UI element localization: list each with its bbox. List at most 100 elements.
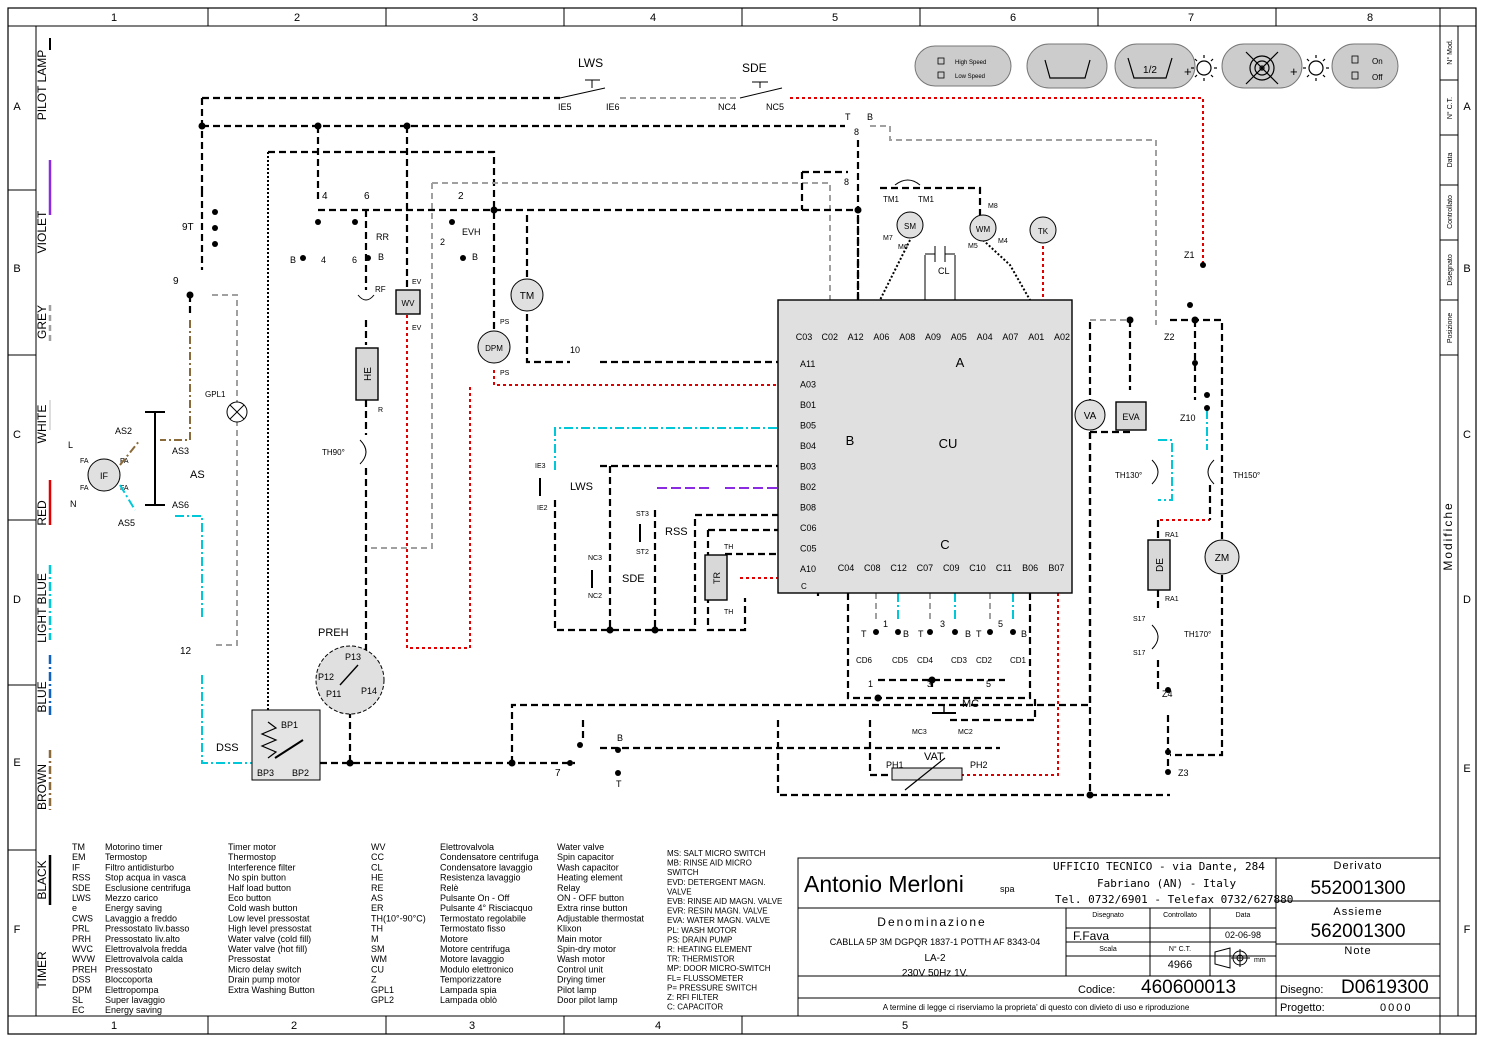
derivato-value: 552001300 xyxy=(1310,878,1405,899)
contact-3-label: 3 xyxy=(940,619,945,629)
cu-pin-label: C03 xyxy=(796,332,813,342)
p13-label: P13 xyxy=(345,652,361,662)
legend-note: MS: SALT MICRO SWITCH xyxy=(667,849,766,858)
m8-label: M8 xyxy=(988,203,998,210)
legend-code: TM xyxy=(72,842,85,852)
drain-pump xyxy=(477,330,511,364)
cu-pin-label: A11 xyxy=(800,359,815,369)
legend-note: R: HEATING ELEMENT xyxy=(667,945,752,954)
contact-4-label: 4 xyxy=(322,191,328,202)
st3-label: ST3 xyxy=(636,511,649,518)
m5-label: M5 xyxy=(968,243,978,250)
contact-2-label: 2 xyxy=(458,191,464,202)
legend-note: EVD: DETERGENT MAGN. xyxy=(667,878,766,887)
legend-note: FL= FLUSSOMETER xyxy=(667,974,743,983)
legend-description: Interference filter xyxy=(228,862,296,872)
cu-pin-label: B03 xyxy=(800,462,816,472)
drying-motor xyxy=(1204,539,1240,575)
tk-label: TK xyxy=(1038,227,1049,236)
legend-description: Energy saving xyxy=(105,1005,162,1015)
legend-code: IF xyxy=(72,862,81,872)
data-label: Data xyxy=(1236,912,1251,919)
cu-pin-label: C11 xyxy=(996,563,1012,573)
legend-code: WVC xyxy=(72,944,93,954)
mc-label: MC xyxy=(962,698,979,710)
legend-description: Elettrovalvola calda xyxy=(105,954,183,964)
rr-label: RR xyxy=(376,232,389,242)
ps-label: PS xyxy=(500,319,510,326)
row-label: A xyxy=(1463,101,1471,113)
legend-note: PL: WASH MOTOR xyxy=(667,926,737,935)
disegno-value: D0619300 xyxy=(1341,977,1429,998)
derivato-label: Derivato xyxy=(1334,860,1383,872)
cu-pin-label: C05 xyxy=(800,544,817,554)
legend-description: Pressostato liv.alto xyxy=(105,934,180,944)
revision-panel: N° Mod. N° C.T. Data Controllato Disegna… xyxy=(1440,39,1458,571)
nc5-label: NC5 xyxy=(766,102,784,112)
legend-note: EVB: RINSE AID MAGN. VALVE xyxy=(667,897,782,906)
wire-violet: VIOLET xyxy=(35,210,49,253)
legend-description: Termostato fisso xyxy=(440,924,506,934)
col-label: 2 xyxy=(291,1020,297,1032)
legend-description: Relè xyxy=(440,883,459,893)
legend-description: Energy saving xyxy=(105,903,162,913)
cu-pin-label: C04 xyxy=(838,563,855,573)
fa-label: FA xyxy=(120,485,129,492)
legend-code: HE xyxy=(371,873,384,883)
row-label: D xyxy=(13,594,21,606)
modifiche-label: Modifiche xyxy=(1441,501,1455,570)
legend-description: Elettrovalvola xyxy=(440,842,494,852)
z3-label: Z3 xyxy=(1178,768,1189,778)
legend-description: Control unit xyxy=(557,964,604,974)
legend-description: Mezzo carico xyxy=(105,893,158,903)
de-label: DE xyxy=(1155,558,1166,572)
thermal-klixon xyxy=(1029,216,1057,244)
row-label: D xyxy=(1463,594,1471,606)
n-label: N xyxy=(70,499,77,509)
col-label: 1 xyxy=(111,1020,117,1032)
legend-description: Water valve xyxy=(557,842,604,852)
legend-description: Wash motor xyxy=(557,954,605,964)
water-valve xyxy=(395,289,421,315)
row-label: B xyxy=(1463,263,1470,275)
legend-description: Condensatore lavaggio xyxy=(440,862,533,872)
wash-button xyxy=(1026,43,1108,89)
legend-description: Lampada spia xyxy=(440,985,497,995)
cd3-label: CD3 xyxy=(951,656,968,665)
legend-description: Motore xyxy=(440,934,468,944)
legend-description: Termostato regolabile xyxy=(440,913,526,923)
m4-label: M4 xyxy=(998,238,1008,245)
contact-b-label: B xyxy=(378,252,384,262)
contact-6-label: 6 xyxy=(364,191,370,202)
row-label: E xyxy=(13,757,20,769)
legend-description: Pulsante 4° Risciacquo xyxy=(440,903,533,913)
tm1-label: TM1 xyxy=(918,195,935,204)
revision-cell: N° C.T. xyxy=(1446,97,1454,119)
contact-9t-label: 9T xyxy=(182,222,194,233)
legend-description: Pulsante On - Off xyxy=(440,893,510,903)
legend-code: PRL xyxy=(72,924,90,934)
th90-label: TH90° xyxy=(322,448,345,457)
legend-code: WM xyxy=(371,954,387,964)
th130-label: TH130° xyxy=(1115,471,1142,480)
cu-pin-label: C06 xyxy=(800,523,817,533)
selector-8-label: 8 xyxy=(844,177,849,187)
cd2-label: CD2 xyxy=(976,656,993,665)
th150-label: TH150° xyxy=(1233,471,1260,480)
legend-description: Modulo elettronico xyxy=(440,964,514,974)
legend-note: EVR: RESIN MAGN. VALVE xyxy=(667,907,768,916)
z2-label: Z2 xyxy=(1164,332,1175,342)
row-label: C xyxy=(13,429,21,441)
legend-description: Heating element xyxy=(557,873,623,883)
vat-label: VAT xyxy=(924,751,944,763)
fa-label: FA xyxy=(120,458,129,465)
legend-description: Bloccoporta xyxy=(105,975,153,985)
col-label: 7 xyxy=(1188,12,1194,24)
legend-description: Motorino timer xyxy=(105,842,163,852)
legend-code: GPL1 xyxy=(371,985,394,995)
legend-description: Stop acqua in vasca xyxy=(105,873,186,883)
rss-label: RSS xyxy=(665,526,688,538)
ra1-label: RA1 xyxy=(1165,532,1179,539)
cu-pin-label: A10 xyxy=(800,564,816,574)
col-label: 4 xyxy=(650,12,656,24)
